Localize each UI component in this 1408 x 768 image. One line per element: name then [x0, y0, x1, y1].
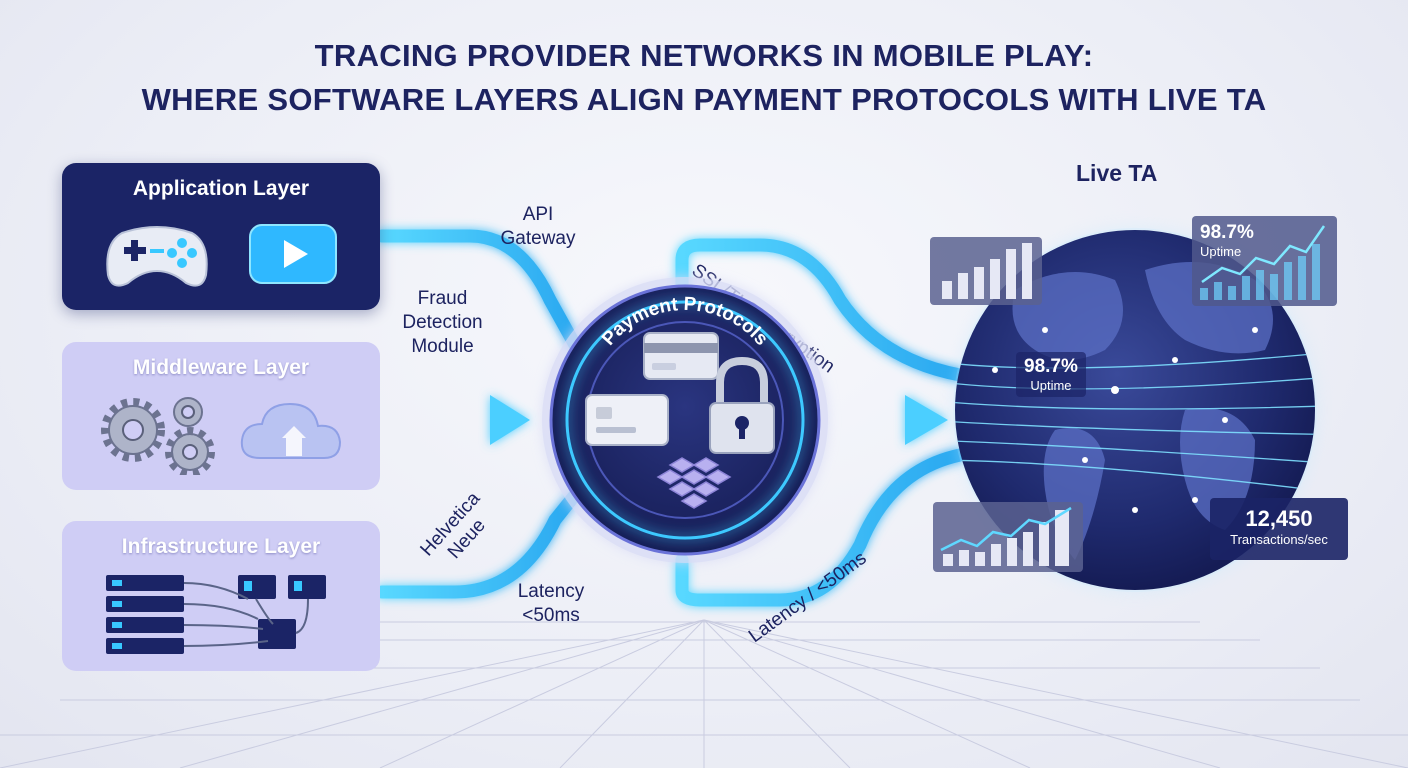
api-gateway-label: API Gateway: [500, 204, 576, 249]
middleware-layer-card: Middleware Layer: [62, 342, 380, 490]
gears-icon: [101, 397, 215, 475]
growth-chart-panel: [933, 502, 1083, 572]
arrow-middleware: [490, 395, 530, 445]
play-icon: [249, 224, 337, 284]
transactions-card: 12,450 Transactions/sec: [1210, 498, 1348, 560]
transactions-value: 12,450: [1245, 506, 1313, 531]
uptime-card-label: Uptime: [1200, 244, 1242, 259]
pipe-application: [375, 229, 582, 352]
uptime-card-value: 98.7%: [1200, 222, 1254, 243]
payment-protocols-hub: Payment Protocols: [542, 277, 828, 563]
credit-card-icon: [585, 332, 719, 446]
uptime-globe-value: 98.7%: [1024, 356, 1078, 377]
cubes-icon: [656, 457, 732, 509]
uptime-card: 98.7% Uptime: [1192, 216, 1337, 306]
title-line-2: WHERE SOFTWARE LAYERS ALIGN PAYMENT PROT…: [141, 82, 1267, 117]
middleware-layer-title: Middleware Layer: [132, 356, 310, 379]
title-line-1: TRACING PROVIDER NETWORKS IN MOBILE PLAY…: [314, 38, 1094, 73]
fraud-detection-label: Fraud Detection Module: [402, 288, 483, 357]
lock-icon: [709, 356, 775, 454]
arrow-to-globe: [905, 395, 948, 445]
uptime-chart: [1200, 225, 1326, 300]
live-ta-title: Live TA: [1076, 160, 1158, 186]
infrastructure-layer-title: Infrastructure Layer: [121, 535, 321, 558]
infrastructure-layer-card: Infrastructure Layer: [62, 521, 380, 671]
cloud-icon: [240, 402, 342, 459]
pipe-ssl: [675, 238, 967, 382]
server-rack-icon: [106, 575, 326, 654]
application-layer-title: Application Layer: [132, 177, 310, 200]
latency-left-label: Latency <50ms: [517, 581, 585, 626]
uptime-globe-label: Uptime: [1030, 378, 1072, 393]
transactions-label: Transactions/sec: [1230, 532, 1328, 547]
bar-chart-panel-top: [930, 237, 1042, 305]
pipe-infrastructure: [375, 488, 582, 599]
pipe-latency: [675, 448, 967, 607]
application-layer-card: Application Layer: [62, 163, 380, 310]
uptime-globe-readout: 98.7% Uptime: [1016, 352, 1086, 397]
gamepad-icon: [106, 226, 208, 287]
